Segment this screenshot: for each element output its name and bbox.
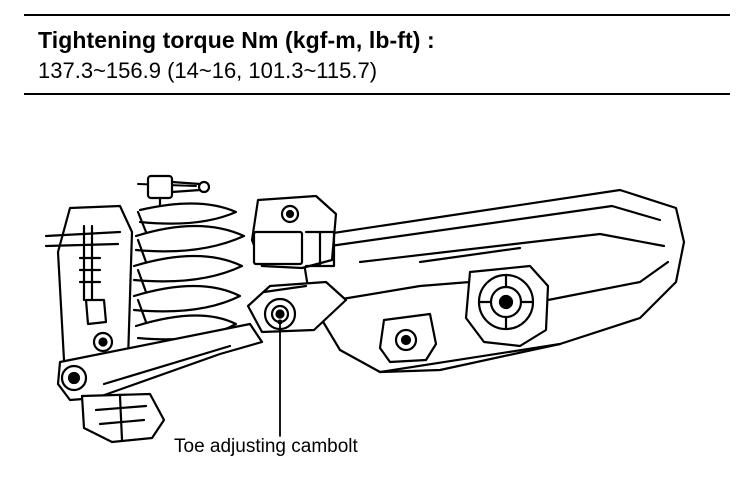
cambolt-link [246,280,348,334]
shock-top-mount [137,174,211,208]
cambolt-callout-label: Toe adjusting cambolt [174,436,358,457]
torque-spec-value: 137.3~156.9 (14~16, 101.3~115.7) [38,58,378,83]
coil-spring [132,202,246,341]
torque-spec: Tightening torque Nm (kgf-m, lb-ft) : 13… [38,26,718,85]
hub-mount [464,264,550,348]
rear-suspension-illustration [44,174,686,444]
torque-spec-title: Tightening torque Nm (kgf-m, lb-ft) : [38,27,435,53]
crossmember-bolt [378,312,438,364]
callout-pointer-dot [277,319,283,325]
bottom-rule [24,93,730,95]
lower-control-arm [56,322,264,402]
drum-assembly [80,392,166,444]
upper-bracket [250,194,338,270]
top-rule [24,14,730,16]
